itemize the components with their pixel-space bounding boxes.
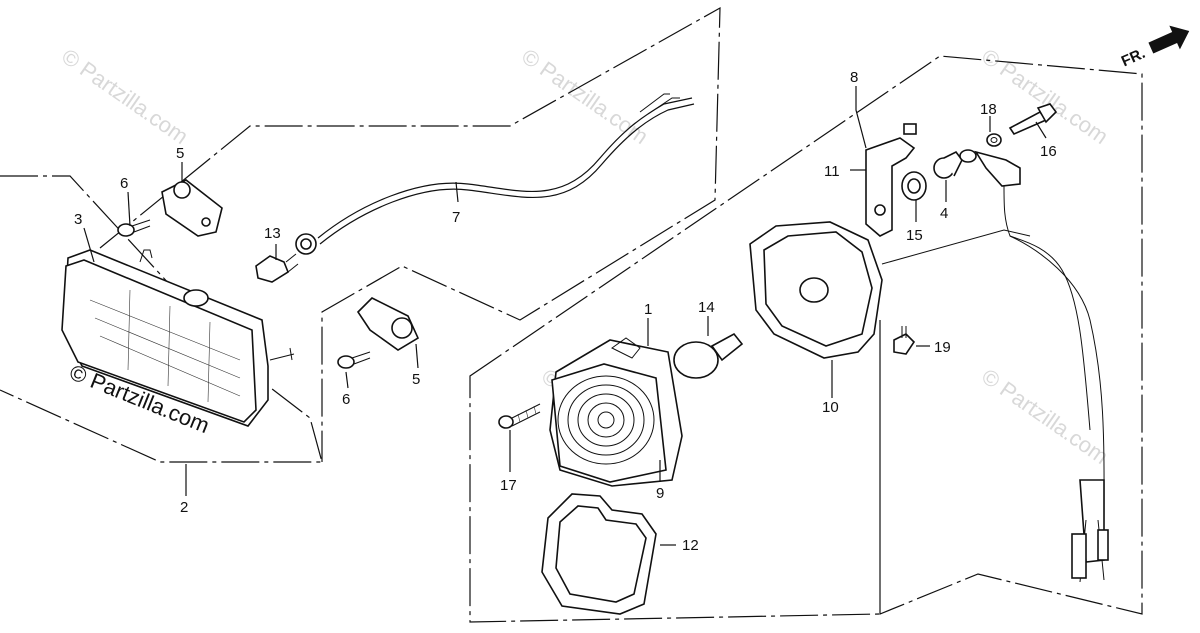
wedge-bulb [255,253,299,283]
callout-1: 1 [644,301,652,318]
leader-lines [83,86,1047,546]
collar [933,150,963,179]
lens-hatch [89,289,241,403]
callout-5-upper: 5 [176,145,184,162]
tail-bulb [673,332,744,379]
washer [986,133,1002,147]
callout-13: 13 [264,225,281,242]
tail-lamp [549,337,683,487]
callout-12: 12 [682,537,699,554]
callout-3: 3 [74,211,82,228]
callout-15: 15 [906,227,923,244]
mount-bracket [865,123,917,237]
lamp-case [749,221,1031,359]
watermark-faint-3: © Partzilla.com [977,44,1113,150]
callout-18: 18 [980,101,997,118]
grommet [901,171,927,201]
long-bolt [1008,103,1058,136]
lamp-mount-stud [269,347,295,361]
callout-8: 8 [850,69,858,86]
callout-14: 14 [698,299,715,316]
callout-19: 19 [934,339,951,356]
callout-5-lower: 5 [412,371,420,388]
lamp-rear-boss [183,289,209,307]
region-right [469,55,1143,623]
callout-6-lower: 6 [342,391,350,408]
callout-17: 17 [500,477,517,494]
callout-4: 4 [940,205,948,222]
callout-9: 9 [656,485,664,502]
callout-16: 16 [1040,143,1057,160]
region-left [0,175,323,463]
watermark-faint-1: © Partzilla.com [57,44,193,150]
front-direction-indicator: FR. [1119,25,1190,70]
left-lamp-lens [61,259,257,423]
front-arrow-icon [1148,25,1190,54]
region-outlines [0,6,1143,623]
watermark-faint-4: © Partzilla.com [977,364,1113,470]
region-harness [99,6,721,462]
callout-7: 7 [452,209,460,226]
lower-bracket [356,297,420,351]
left-lamp-assembly [61,249,295,427]
callout-2: 2 [180,499,188,516]
callout-11: 11 [824,163,840,180]
lamp-gasket [541,493,657,615]
upper-screw [117,219,151,237]
lens-rings [557,375,655,465]
upper-bracket [161,179,223,237]
lamp-top-stud [139,249,153,263]
callout-10: 10 [822,399,839,416]
callout-6-upper: 6 [120,175,128,192]
front-direction-label: FR. [1119,45,1148,70]
ground-lead [959,149,1109,583]
callout-numbers: 3 6 5 13 7 5 6 2 1 14 9 12 17 10 8 11 15… [74,69,1057,554]
small-bolt [893,326,916,355]
lower-screw [337,351,371,369]
wire-harness [295,93,695,255]
lens-screw [498,403,541,429]
